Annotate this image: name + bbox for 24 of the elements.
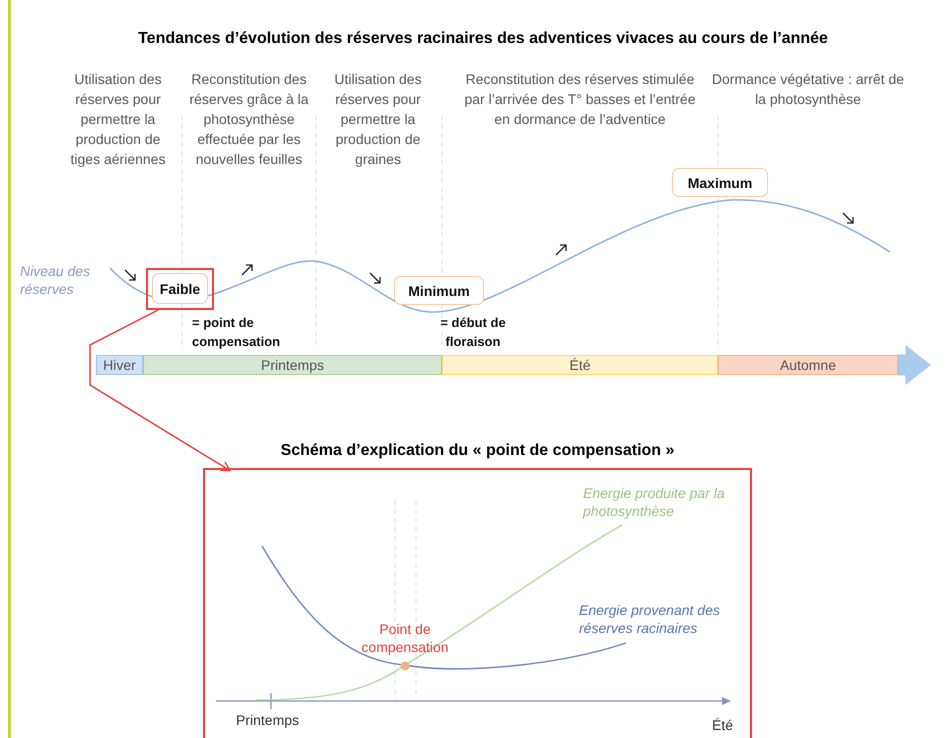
season-band: Automne [718,355,898,375]
axis-label: Printemps [236,711,300,729]
point-label: Point de compensation [360,620,450,656]
season-band: Printemps [143,355,442,375]
phase-description: Reconstitution des réserves grâce à la photosynthèse effectuée par les nouvelles feuilles [188,70,310,169]
annotation-text: = point de compensation [192,314,282,351]
curve-label: Energie produite par la photosynthèse [583,484,726,520]
curve-label: Energie provenant des réserves racinaires [579,601,721,637]
value-box: Faible [152,273,208,304]
highlight-frame [146,268,214,310]
axis-label: Niveau des réserves [20,262,92,298]
annotation-text: = début de floraison [439,314,507,351]
phase-description: Dormance végétative : arrêt de la photosynthèse [710,70,906,109]
diagram-title: Tendances d’évolution des réserves racinaires des adventices vivaces au cours de l’année [137,30,829,48]
season-band: Hiver [96,355,143,375]
phase-description: Reconstitution des réserves stimulée par l’arrivée des T° basses et l’entrée en dormance de l’adventice [463,70,696,129]
phase-description: Utilisation des réserves pour permettre la production de tiges aériennes [70,70,166,169]
phase-description: Utilisation des réserves pour permettre la production de graines [333,70,423,169]
panel-heading: Schéma d’explication du « point de compensation » [280,442,676,460]
value-box: Maximum [672,168,768,197]
season-band: Été [442,355,718,375]
arrow [89,309,231,472]
axis-label: Été [712,716,734,734]
value-box: Minimum [394,276,484,305]
